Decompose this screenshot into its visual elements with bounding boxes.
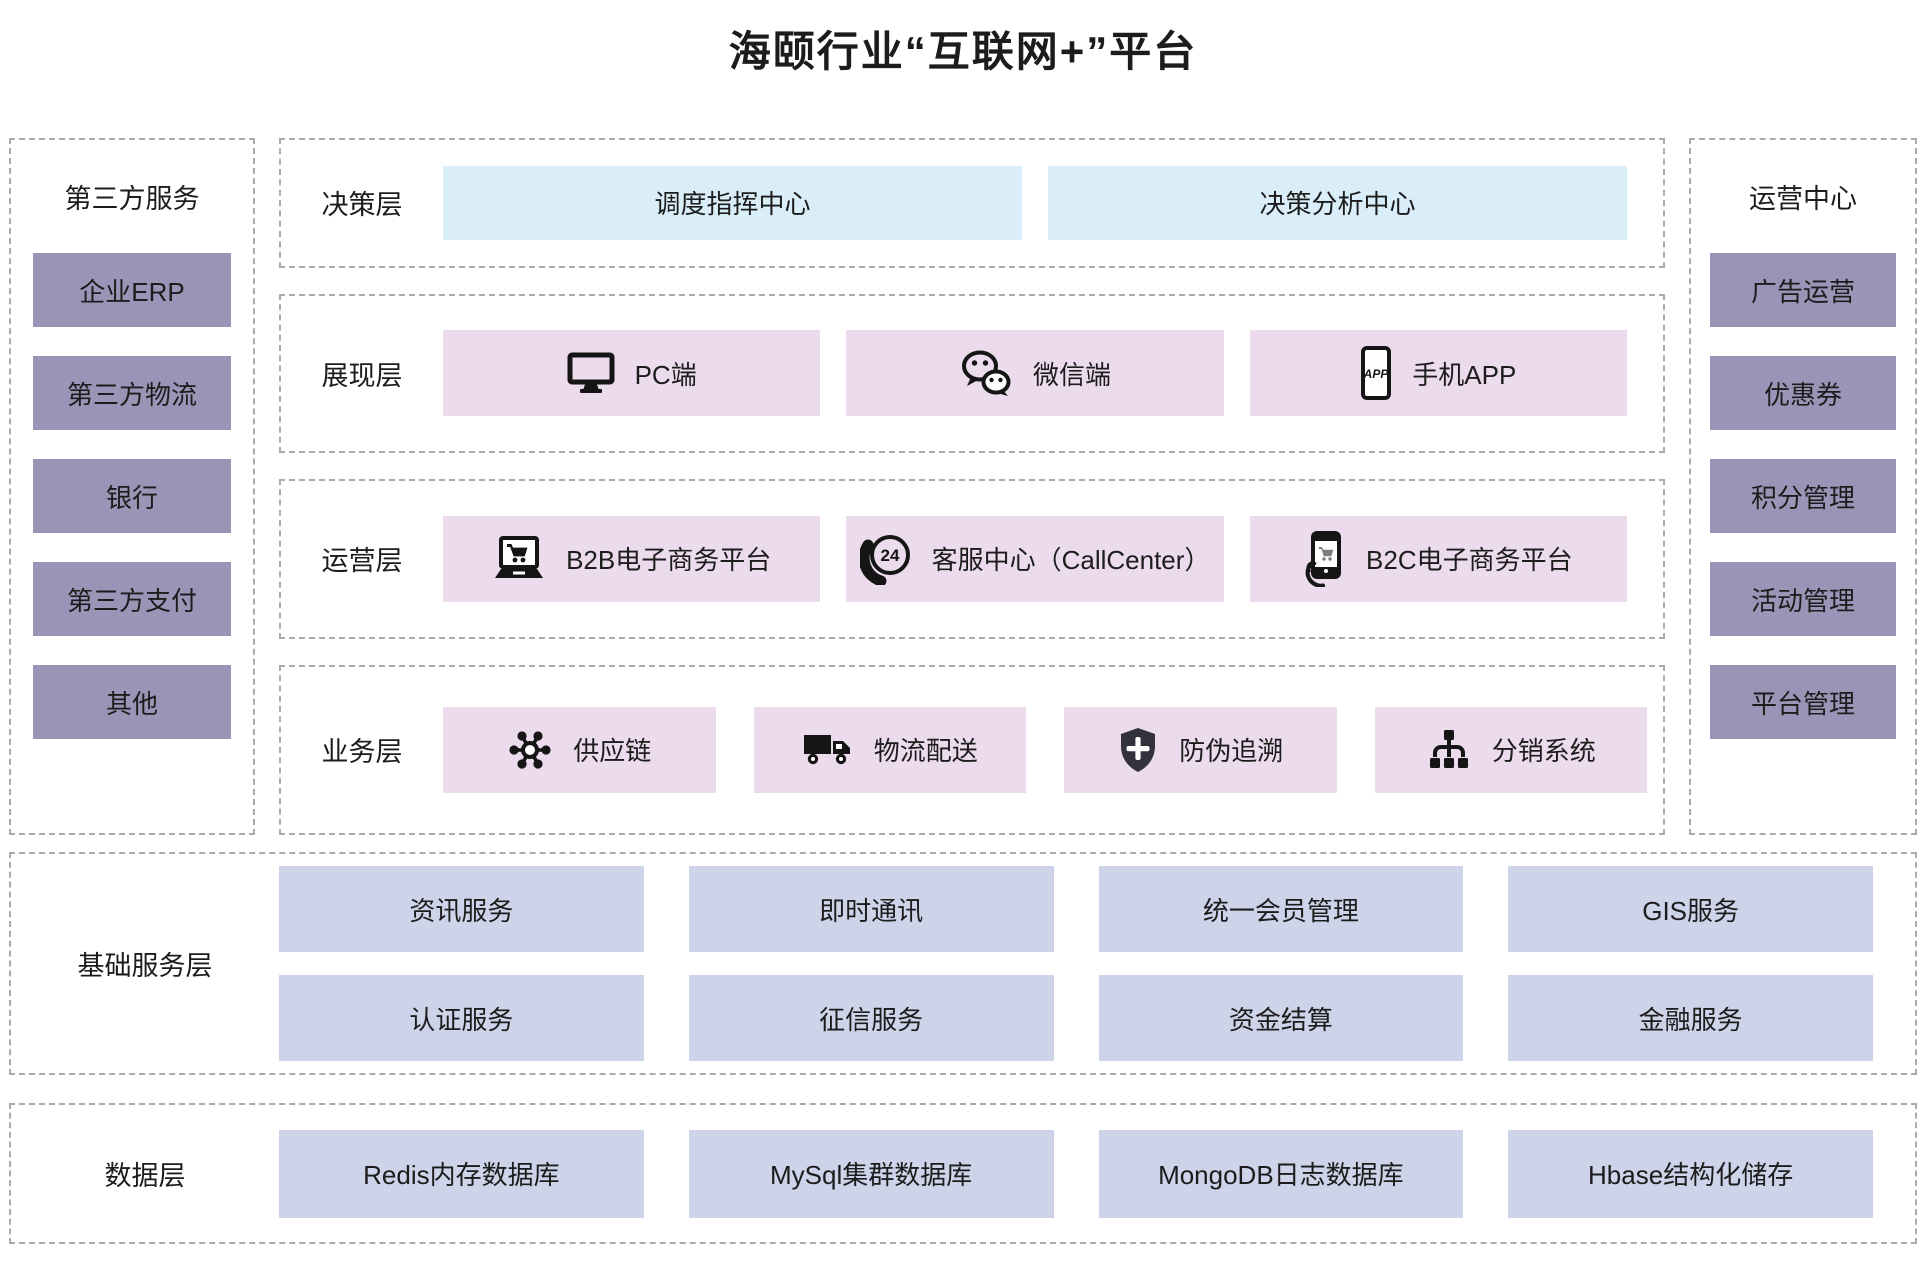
third-party-panel: 第三方服务 企业ERP 第三方物流 银行 第三方支付 其他	[9, 138, 255, 835]
b2b-platform-label: B2B电子商务平台	[566, 545, 772, 576]
business-layer-panel: 业务层	[279, 664, 1665, 835]
mobile-app-box: APP 手机APP	[1249, 330, 1627, 417]
main-architecture-row: 第三方服务 企业ERP 第三方物流 银行 第三方支付 其他 决策层 调度指挥中心…	[0, 138, 1926, 835]
operation-layer-label: 运营层	[321, 546, 403, 577]
distribution-system-label: 分销系统	[1491, 736, 1596, 767]
wechat-client-box: 微信端	[846, 330, 1224, 417]
laptop-cart-icon	[492, 535, 546, 582]
third-party-item-other: 其他	[33, 665, 231, 739]
presentation-layer-label: 展现层	[321, 360, 403, 391]
operation-item-coupon: 优惠券	[1710, 356, 1896, 430]
svg-text:24: 24	[880, 546, 899, 565]
third-party-item-logistics: 第三方物流	[33, 356, 231, 430]
dispatch-command-center-box: 调度指挥中心	[443, 165, 1022, 240]
base-service-layer-label: 基础服务层	[77, 951, 213, 981]
third-party-item-erp: 企业ERP	[33, 253, 231, 327]
mobile-app-label: 手机APP	[1412, 359, 1517, 390]
base-service-layer-panel: 基础服务层 资讯服务 即时通讯 统一会员管理 GIS服务 认证服务 征信服务 资…	[9, 852, 1917, 1075]
truck-icon	[802, 730, 854, 770]
shield-icon	[1117, 726, 1159, 774]
call-center-box: 24 客服中心（CallCenter）	[846, 515, 1224, 602]
network-icon	[507, 727, 553, 773]
hierarchy-icon	[1426, 729, 1472, 771]
operation-item-ads: 广告运营	[1710, 253, 1896, 327]
supply-chain-label: 供应链	[573, 736, 652, 767]
phone-app-icon: APP	[1360, 346, 1392, 401]
data-box-mongodb: MongoDB日志数据库	[1098, 1129, 1464, 1218]
service-box-member-management: 统一会员管理	[1098, 866, 1464, 952]
business-layer-label: 业务层	[321, 737, 403, 768]
decision-layer-panel: 决策层 调度指挥中心 决策分析中心	[279, 138, 1665, 268]
pc-client-label: PC端	[634, 359, 697, 390]
operation-item-platform: 平台管理	[1710, 665, 1896, 739]
pc-client-box: PC端	[443, 330, 821, 417]
service-box-instant-messaging: 即时通讯	[688, 866, 1054, 952]
wechat-client-label: 微信端	[1032, 359, 1111, 390]
data-layer-label: 数据层	[104, 1161, 186, 1191]
data-box-hbase: Hbase结构化储存	[1508, 1129, 1873, 1218]
call-center-label: 客服中心（CallCenter）	[931, 545, 1211, 576]
supply-chain-box: 供应链	[443, 706, 716, 793]
anti-counterfeit-box: 防伪追溯	[1064, 706, 1337, 793]
b2c-platform-box: B2C电子商务平台	[1249, 515, 1627, 602]
page-title: 海颐行业“互联网+”平台	[728, 28, 1198, 75]
service-box-finance: 金融服务	[1508, 975, 1873, 1061]
svg-text:APP: APP	[1363, 367, 1390, 381]
operation-layer-panel: 运营层 B2B电子商务平台	[279, 479, 1665, 639]
service-box-fund-settlement: 资金结算	[1098, 975, 1464, 1061]
data-layer-panel: 数据层 Redis内存数据库 MySql集群数据库 MongoDB日志数据库 H…	[9, 1103, 1917, 1244]
anti-counterfeit-label: 防伪追溯	[1179, 736, 1284, 767]
logistics-delivery-label: 物流配送	[873, 736, 978, 767]
third-party-item-payment: 第三方支付	[33, 562, 231, 636]
monitor-icon	[567, 352, 615, 394]
data-box-redis: Redis内存数据库	[279, 1129, 644, 1218]
third-party-panel-title: 第三方服务	[64, 184, 200, 214]
operation-item-points: 积分管理	[1710, 459, 1896, 533]
presentation-layer-panel: 展现层 PC端	[279, 293, 1665, 454]
hand-phone-cart-icon	[1304, 530, 1346, 587]
layer-stack: 决策层 调度指挥中心 决策分析中心 展现层 PC端	[279, 138, 1665, 835]
b2c-platform-label: B2C电子商务平台	[1366, 545, 1573, 576]
service-box-information: 资讯服务	[279, 866, 644, 952]
service-box-authentication: 认证服务	[279, 975, 644, 1061]
distribution-system-box: 分销系统	[1374, 706, 1647, 793]
operation-center-panel-title: 运营中心	[1749, 184, 1857, 214]
b2b-platform-box: B2B电子商务平台	[443, 515, 821, 602]
data-box-mysql: MySql集群数据库	[688, 1129, 1054, 1218]
decision-analysis-center-box: 决策分析中心	[1048, 165, 1627, 240]
wechat-icon	[959, 349, 1013, 397]
phone-24-icon: 24	[859, 533, 912, 585]
logistics-delivery-box: 物流配送	[753, 706, 1026, 793]
service-box-credit: 征信服务	[688, 975, 1054, 1061]
operation-item-activity: 活动管理	[1710, 562, 1896, 636]
third-party-item-bank: 银行	[33, 459, 231, 533]
operation-center-panel: 运营中心 广告运营 优惠券 积分管理 活动管理 平台管理	[1689, 138, 1917, 835]
service-box-gis: GIS服务	[1508, 866, 1873, 952]
decision-layer-label: 决策层	[321, 190, 403, 221]
